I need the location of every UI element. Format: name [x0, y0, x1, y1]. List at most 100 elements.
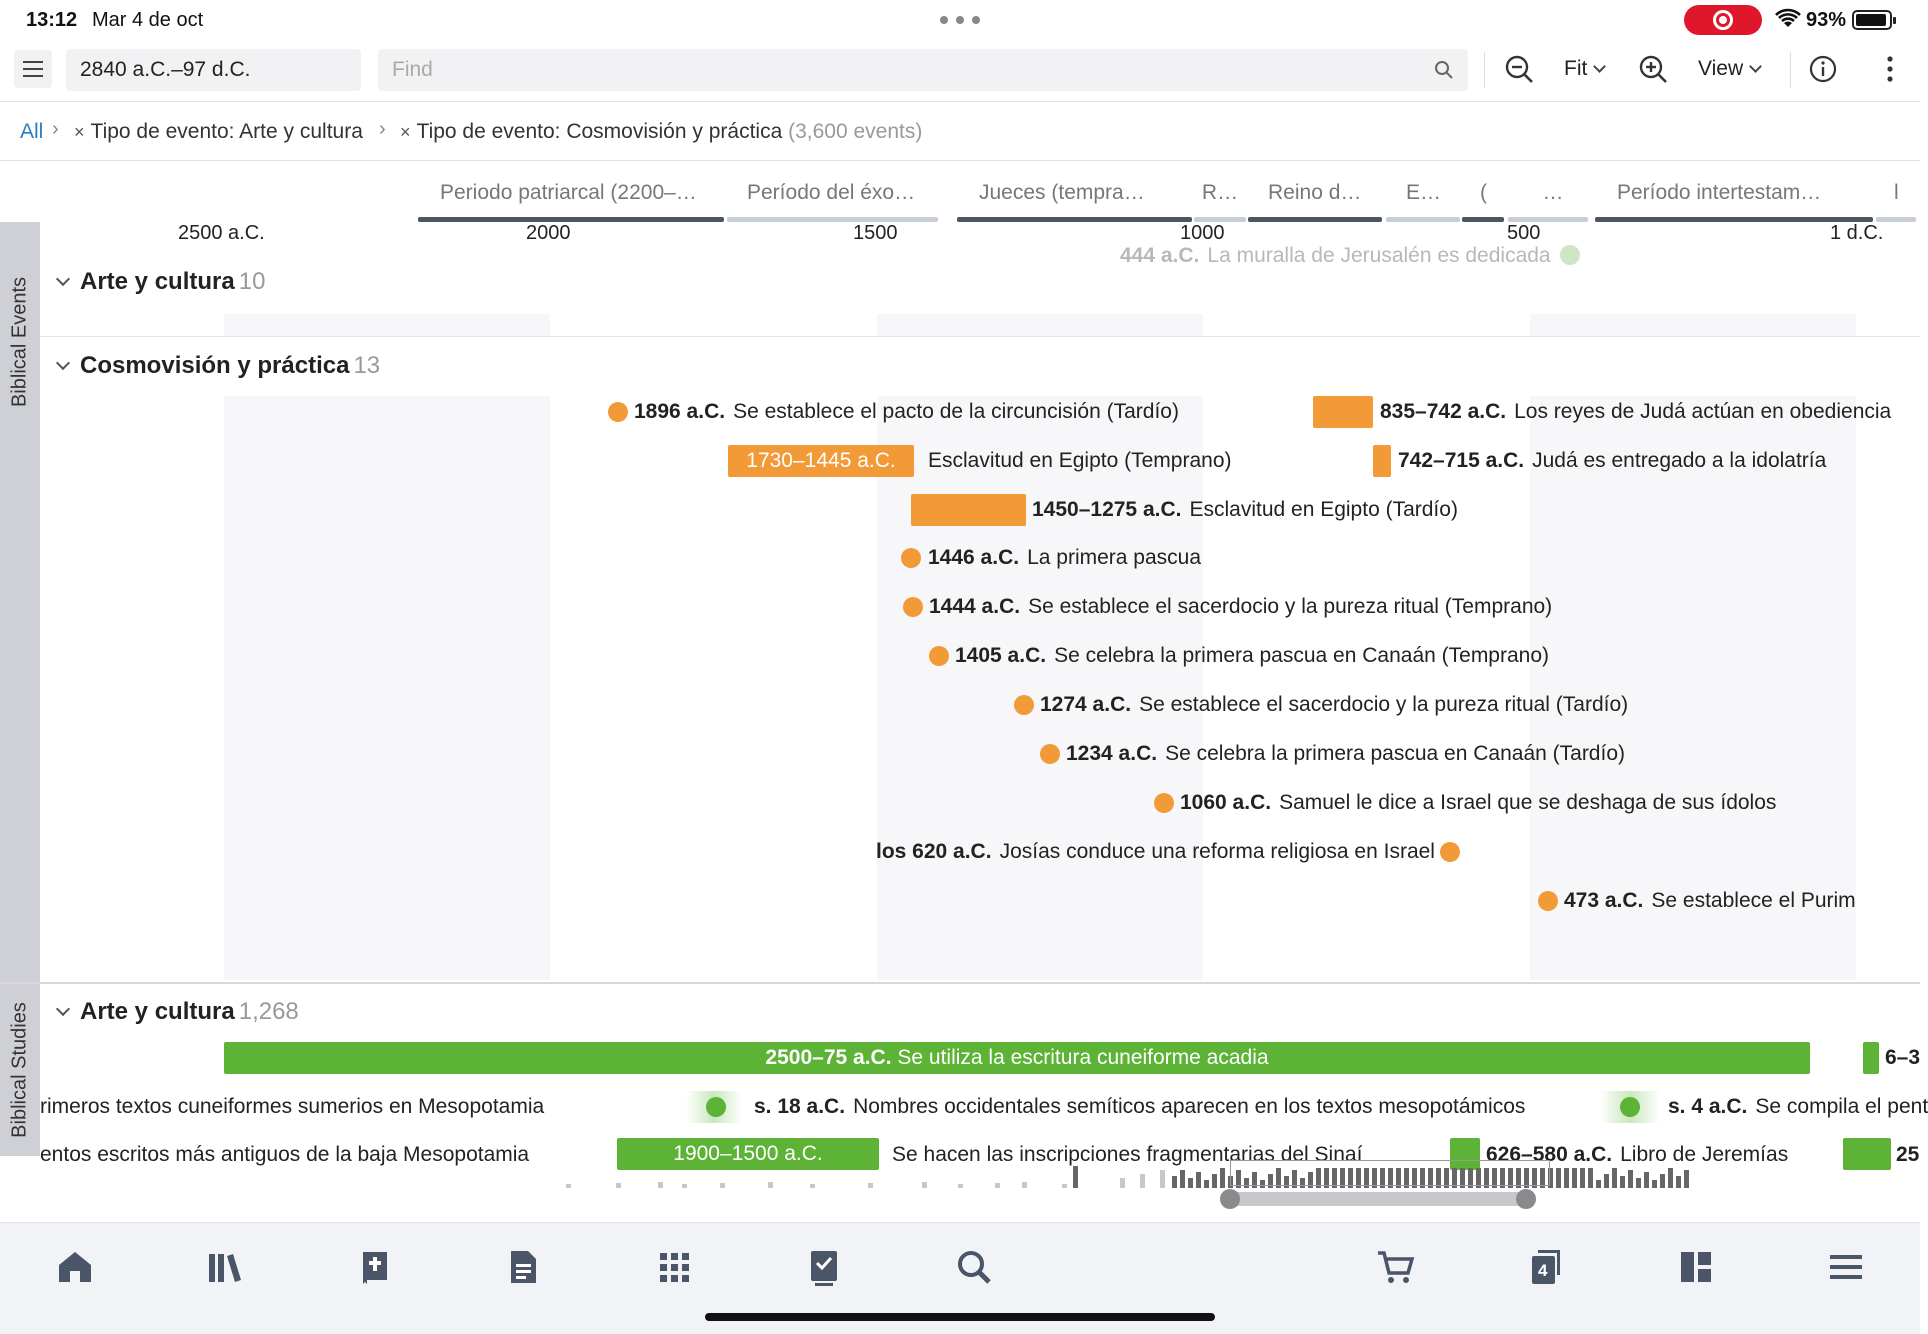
range-start-handle[interactable]: [1220, 1189, 1240, 1209]
event-bar[interactable]: [728, 445, 914, 477]
era-e[interactable]: E…: [1386, 162, 1460, 222]
event-item[interactable]: s. 18 a.C.Nombres occidentales semíticos…: [754, 1095, 1525, 1119]
find-input[interactable]: [378, 49, 1378, 91]
event-marker[interactable]: [1440, 842, 1460, 862]
view-dropdown[interactable]: View: [1698, 57, 1763, 81]
toolbar-divider: [1790, 52, 1791, 88]
range-end-handle[interactable]: [1516, 1189, 1536, 1209]
event-item[interactable]: 1274 a.C.Se establece el sacerdocio y la…: [1040, 693, 1628, 717]
event-item[interactable]: 1444 a.C.Se establece el sacerdocio y la…: [929, 595, 1552, 619]
event-item[interactable]: 835–742 a.C.Los reyes de Judá actúan en …: [1380, 400, 1891, 424]
find-field[interactable]: [378, 49, 1468, 91]
event-marker[interactable]: [903, 597, 923, 617]
event-item[interactable]: 25: [1896, 1143, 1927, 1167]
event-item[interactable]: rimeros textos cuneiformes sumerios en M…: [40, 1095, 544, 1119]
event-bar[interactable]: [617, 1138, 879, 1170]
search-icon[interactable]: [954, 1247, 994, 1287]
event-item[interactable]: 1450–1275 a.C.Esclavitud en Egipto (Tard…: [1032, 498, 1458, 522]
event-marker[interactable]: [1040, 744, 1060, 764]
event-item[interactable]: entos escritos más antiguos de la baja M…: [40, 1143, 529, 1167]
era-l[interactable]: l: [1876, 162, 1916, 222]
event-marker[interactable]: [608, 402, 628, 422]
zoom-out-icon[interactable]: [1504, 54, 1534, 84]
event-marker[interactable]: [1154, 793, 1174, 813]
event-marker[interactable]: [1620, 1097, 1640, 1117]
document-icon[interactable]: [503, 1247, 543, 1287]
event-marker[interactable]: [1560, 245, 1580, 265]
era-patriarcal[interactable]: Periodo patriarcal (2200–…: [418, 162, 724, 222]
event-item[interactable]: 6–3: [1885, 1046, 1928, 1070]
event-item[interactable]: s. 4 a.C.Se compila el pent: [1668, 1095, 1928, 1119]
breadcrumb-filter-arte[interactable]: ×Tipo de evento: Arte y cultura: [74, 120, 363, 144]
event-bar[interactable]: [1450, 1138, 1480, 1170]
event-marker[interactable]: [901, 548, 921, 568]
side-tab-biblical-studies[interactable]: Biblical Studies: [0, 984, 40, 1156]
zoom-in-icon[interactable]: [1638, 54, 1668, 84]
library-icon[interactable]: [205, 1247, 245, 1287]
overview-range-slider[interactable]: [1222, 1192, 1534, 1206]
era-r[interactable]: R…: [1194, 162, 1246, 222]
date-range-field[interactable]: 2840 a.C.–97 d.C.: [66, 49, 361, 91]
tasks-icon[interactable]: [804, 1247, 844, 1287]
era-exodo[interactable]: Período del éxo…: [727, 162, 938, 222]
chevron-down-icon[interactable]: [55, 1001, 71, 1017]
fit-dropdown[interactable]: Fit: [1564, 57, 1607, 81]
apps-grid-icon[interactable]: [654, 1247, 694, 1287]
era-jueces[interactable]: Jueces (tempra…: [957, 162, 1192, 222]
event-date: 2500–75 a.C.: [765, 1046, 892, 1069]
search-icon[interactable]: [1434, 60, 1454, 80]
event-marker[interactable]: [1538, 891, 1558, 911]
event-item[interactable]: Esclavitud en Egipto (Temprano): [928, 449, 1232, 473]
breadcrumb-all[interactable]: All: [20, 120, 44, 143]
event-item[interactable]: los 620 a.C.Josías conduce una reforma r…: [876, 840, 1435, 864]
event-bar[interactable]: [1863, 1042, 1879, 1074]
chevron-down-icon: [1749, 60, 1763, 73]
layout-icon[interactable]: [1676, 1247, 1716, 1287]
screen-record-icon[interactable]: [1684, 5, 1762, 35]
era-reino[interactable]: Reino d…: [1248, 162, 1382, 222]
close-icon[interactable]: ×: [400, 122, 411, 142]
event-item[interactable]: 1234 a.C.Se celebra la primera pascua en…: [1066, 742, 1625, 766]
event-bar[interactable]: [1373, 445, 1391, 477]
event-bar[interactable]: [1313, 396, 1373, 428]
event-marker[interactable]: [1014, 695, 1034, 715]
event-item[interactable]: 473 a.C.Se establece el Purim: [1564, 889, 1856, 913]
close-icon[interactable]: ×: [74, 122, 85, 142]
histogram-bar: [1412, 1168, 1417, 1188]
era-ellipsis[interactable]: …: [1508, 162, 1588, 222]
cart-icon[interactable]: [1376, 1247, 1416, 1287]
event-bar[interactable]: [911, 494, 1026, 526]
event-item[interactable]: 1405 a.C.Se celebra la primera pascua en…: [955, 644, 1549, 668]
info-icon[interactable]: [1808, 54, 1838, 84]
bible-icon[interactable]: [355, 1247, 395, 1287]
event-bar[interactable]: [224, 1042, 1810, 1074]
home-indicator[interactable]: [705, 1313, 1215, 1321]
side-tab-biblical-events[interactable]: Biblical Events: [0, 222, 40, 982]
event-item[interactable]: 742–715 a.C.Judá es entregado a la idola…: [1398, 449, 1826, 473]
histogram-bar: [1468, 1168, 1473, 1188]
event-muralla-jerusalen[interactable]: 444 a.C.La muralla de Jerusalén es dedic…: [1120, 244, 1551, 268]
chevron-down-icon[interactable]: [55, 271, 71, 287]
event-item[interactable]: 1896 a.C.Se establece el pacto de la cir…: [634, 400, 1179, 424]
chevron-down-icon[interactable]: [55, 355, 71, 371]
home-icon[interactable]: [55, 1247, 95, 1287]
breadcrumb-filter-cosmovision[interactable]: ×Tipo de evento: Cosmovisión y práctica …: [400, 120, 922, 144]
event-item[interactable]: 1446 a.C.La primera pascua: [928, 546, 1201, 570]
layers-icon[interactable]: 4: [1526, 1247, 1566, 1287]
event-item[interactable]: 1060 a.C.Samuel le dice a Israel que se …: [1180, 791, 1776, 815]
menu-icon[interactable]: [14, 50, 52, 88]
event-bar[interactable]: [1843, 1138, 1891, 1170]
event-date: 1444 a.C.: [929, 595, 1021, 618]
multitasking-dots-icon[interactable]: [940, 16, 980, 24]
hamburger-menu-icon[interactable]: [1826, 1247, 1866, 1287]
era-intertestamentario[interactable]: Período intertestam…: [1595, 162, 1873, 222]
era-paren[interactable]: (: [1462, 162, 1504, 222]
axis-tick: 1 d.C.: [1830, 222, 1884, 244]
event-marker[interactable]: [706, 1097, 726, 1117]
event-marker[interactable]: [929, 646, 949, 666]
more-vertical-icon[interactable]: [1875, 54, 1905, 84]
timeline-overview-histogram[interactable]: [40, 1158, 1920, 1188]
